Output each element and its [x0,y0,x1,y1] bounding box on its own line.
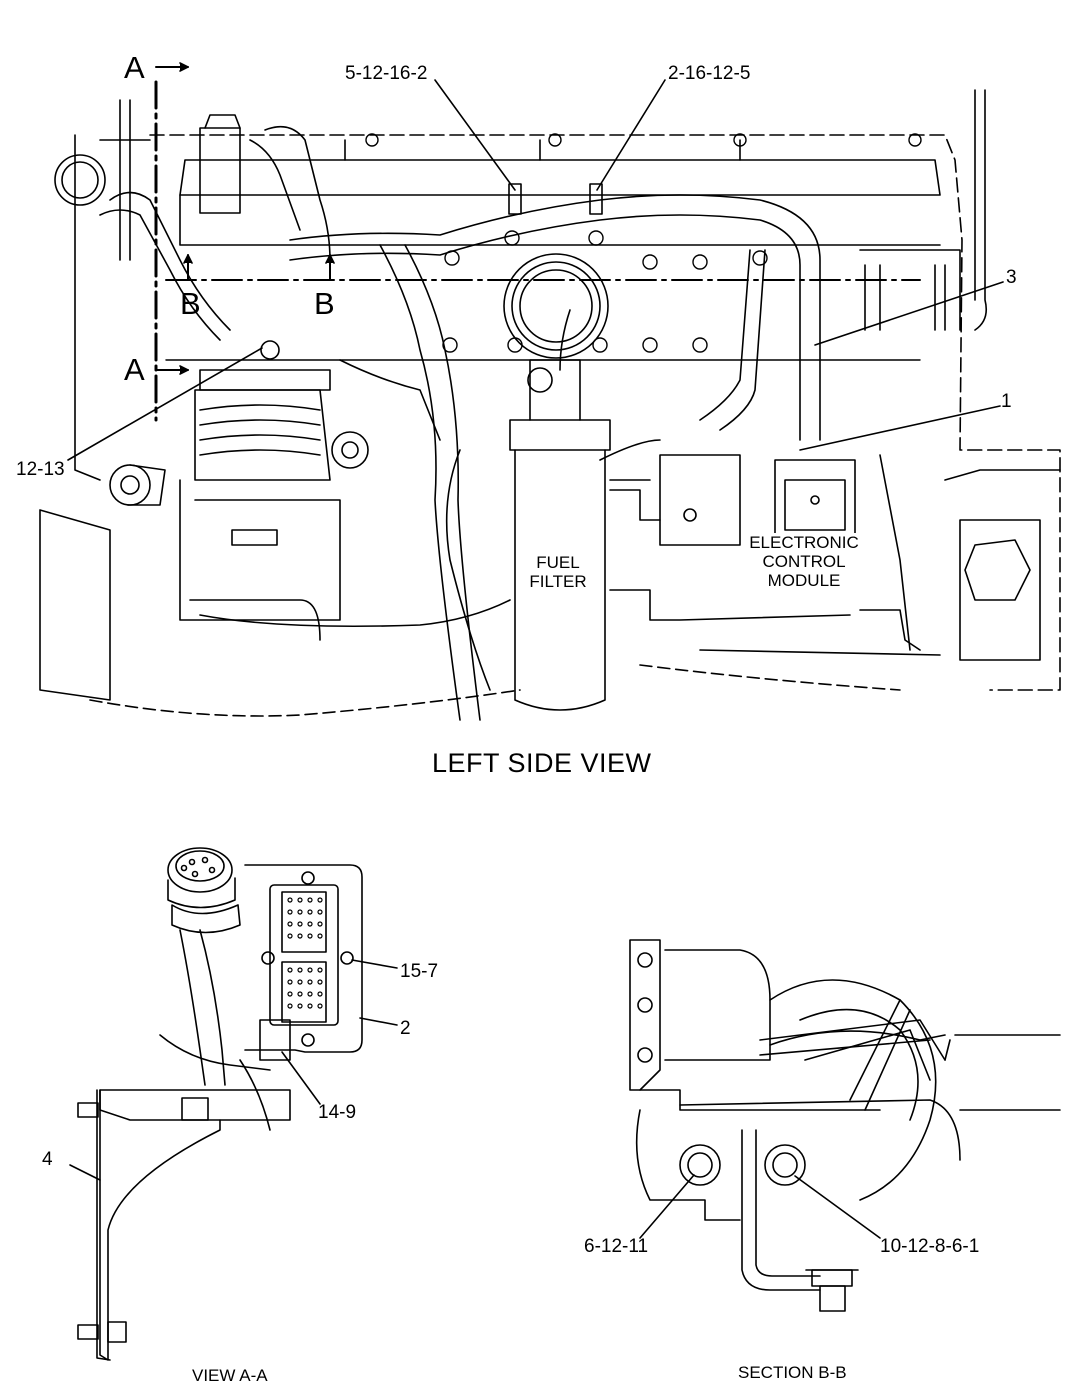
left-side-view-title: LEFT SIDE VIEW [432,748,652,778]
callout-2: 2 [400,1018,411,1039]
view-a-a-title: VIEW A-A [192,1366,268,1385]
fuel-filter-label-line-2: FILTER [529,572,587,592]
fuel-filter-label-line-1: FUEL [536,553,580,572]
callout-14-9: 14-9 [318,1102,357,1123]
section-mark-a-bottom: A [124,352,145,387]
ecm-label-line-1: ELECTRONIC [749,533,859,552]
callout-5-12-16-2: 5-12-16-2 [345,63,428,84]
section-b-b-title: SECTION B-B [738,1363,847,1382]
callout-2-16-12-5: 2-16-12-5 [668,63,751,84]
left-side-view-drawing [39,62,1061,721]
callout-1: 1 [1001,391,1012,412]
callout-6-12-11: 6-12-11 [584,1236,649,1257]
section-b-b-drawing [629,939,1061,1312]
ecm-label-line-3: MODULE [767,571,841,591]
callout-10-12-8-6-1: 10-12-8-6-1 [880,1236,980,1257]
callout-15-7: 15-7 [400,961,439,982]
fuel-filter-label: FUEL FILTER [520,553,596,591]
view-a-a-drawing [69,847,398,1361]
callout-3: 3 [1006,267,1017,288]
ecm-label-line-2: CONTROL [762,552,846,572]
callout-12-13: 12-13 [16,459,65,480]
section-mark-a-top: A [124,50,145,85]
callout-4: 4 [42,1149,53,1170]
section-mark-b-right: B [314,286,335,321]
ecm-label: ELECTRONIC CONTROL MODULE [742,533,866,591]
section-mark-b-left: B [180,286,201,321]
